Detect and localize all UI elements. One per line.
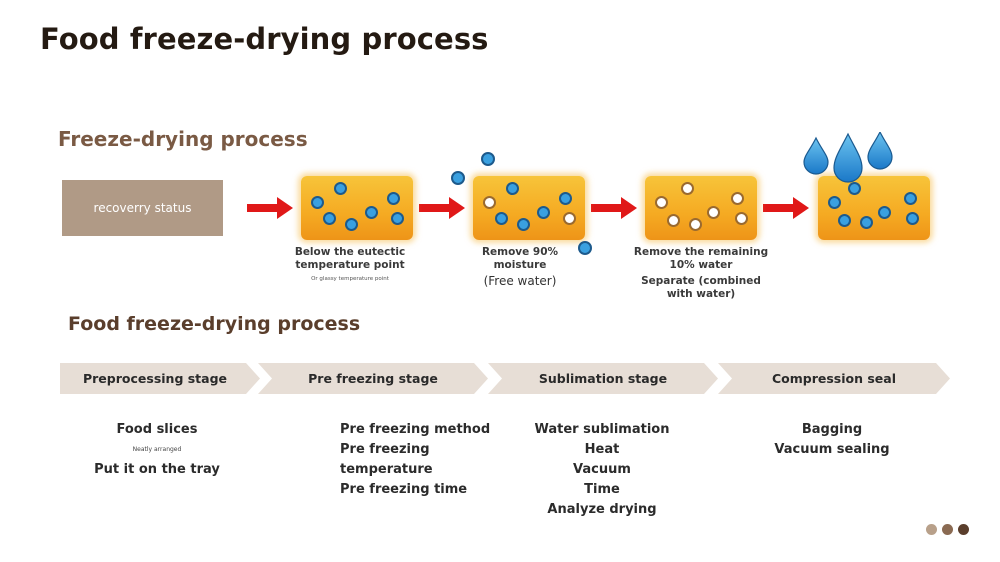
arrow-right-icon	[591, 197, 637, 219]
arrow-right-icon	[419, 197, 465, 219]
void	[707, 206, 720, 219]
process-heading: Food freeze-drying process	[68, 313, 361, 335]
stage-chevron: Compression seal	[718, 363, 950, 394]
caption-line: Below the eutectic	[294, 246, 406, 258]
rehydrated-block	[818, 176, 930, 240]
caption-stage-3: Remove the remaining 10% water Separate …	[626, 246, 776, 301]
void	[731, 192, 744, 205]
caption-stage-2: Remove 90% moisture	[470, 246, 570, 272]
water-particle	[848, 182, 861, 195]
frozen-food-block	[301, 176, 413, 240]
void	[681, 182, 694, 195]
ice-crystal	[495, 212, 508, 225]
list-item: Pre freezing time	[340, 482, 468, 497]
stage-chevron: Preprocessing stage	[60, 363, 260, 394]
ice-crystal	[387, 192, 400, 205]
water-particle	[828, 196, 841, 209]
ice-crystal	[323, 212, 336, 225]
ice-crystal	[345, 218, 358, 231]
ice-crystal	[506, 182, 519, 195]
stage-details-1: Food slices Neatly arranged Put it on th…	[80, 420, 234, 480]
water-particle	[906, 212, 919, 225]
ice-crystal	[311, 196, 324, 209]
water-particle	[860, 216, 873, 229]
list-item: Water sublimation	[534, 422, 670, 437]
ice-crystal	[559, 192, 572, 205]
void	[689, 218, 702, 231]
stage-details-2: Pre freezing method Pre freezing tempera…	[330, 420, 516, 500]
list-item: Time	[584, 482, 620, 497]
caption-line: Remove the remaining	[633, 246, 769, 258]
water-particle	[878, 206, 891, 219]
list-item: Vacuum	[573, 462, 631, 477]
arrow-right-icon	[763, 197, 809, 219]
dot-icon	[942, 524, 953, 535]
list-item: Neatly arranged	[132, 446, 182, 453]
stage-label: Compression seal	[771, 371, 897, 386]
list-item: Put it on the tray	[94, 462, 220, 477]
list-item: Analyze drying	[547, 502, 657, 517]
list-item: Vacuum sealing	[774, 442, 890, 457]
caption-line: with water)	[666, 288, 736, 300]
status-box: recoverry status	[62, 180, 223, 236]
water-particle	[838, 214, 851, 227]
void	[655, 196, 668, 209]
caption-line: moisture	[493, 259, 547, 271]
void	[735, 212, 748, 225]
caption-stage-1: Below the eutectic temperature point	[290, 246, 410, 272]
void	[563, 212, 576, 225]
diagram-heading: Freeze-drying process	[58, 127, 308, 151]
water-drops-icon	[803, 132, 893, 183]
void	[667, 214, 680, 227]
primary-drying-block	[473, 176, 585, 240]
list-item: Pre freezing temperature	[340, 442, 433, 477]
dot-icon	[958, 524, 969, 535]
caption-line: temperature point	[295, 259, 405, 271]
list-item: Heat	[584, 442, 620, 457]
ice-crystal	[334, 182, 347, 195]
caption-line: Remove 90%	[481, 246, 559, 258]
stage-chevron: Pre freezing stage	[258, 363, 488, 394]
stage-label: Preprocessing stage	[82, 371, 228, 386]
caption-note: Or glassy temperature point	[311, 276, 389, 282]
list-item: Pre freezing method	[340, 422, 491, 437]
ice-crystal	[537, 206, 550, 219]
vapor-bubble	[451, 171, 465, 185]
decorative-dots	[926, 524, 969, 535]
caption-sub: (Free water)	[483, 274, 557, 288]
caption-line: Separate (combined	[641, 275, 761, 287]
stage-details-3: Water sublimation Heat Vacuum Time Analy…	[527, 420, 677, 520]
list-item: Food slices	[116, 422, 198, 437]
stage-label: Sublimation stage	[538, 371, 668, 386]
vapor-bubble	[578, 241, 592, 255]
secondary-drying-block	[645, 176, 757, 240]
vapor-bubble	[481, 152, 495, 166]
arrow-right-icon	[247, 197, 293, 219]
stage-details-4: Bagging Vacuum sealing	[762, 420, 902, 460]
water-particle	[904, 192, 917, 205]
list-item: Bagging	[801, 422, 863, 437]
stage-label: Pre freezing stage	[308, 371, 438, 386]
caption-line: 10% water	[669, 259, 733, 271]
ice-crystal	[517, 218, 530, 231]
ice-crystal	[391, 212, 404, 225]
void	[483, 196, 496, 209]
dot-icon	[926, 524, 937, 535]
ice-crystal	[365, 206, 378, 219]
page-title: Food freeze-drying process	[40, 22, 489, 56]
stage-chevron: Sublimation stage	[488, 363, 718, 394]
